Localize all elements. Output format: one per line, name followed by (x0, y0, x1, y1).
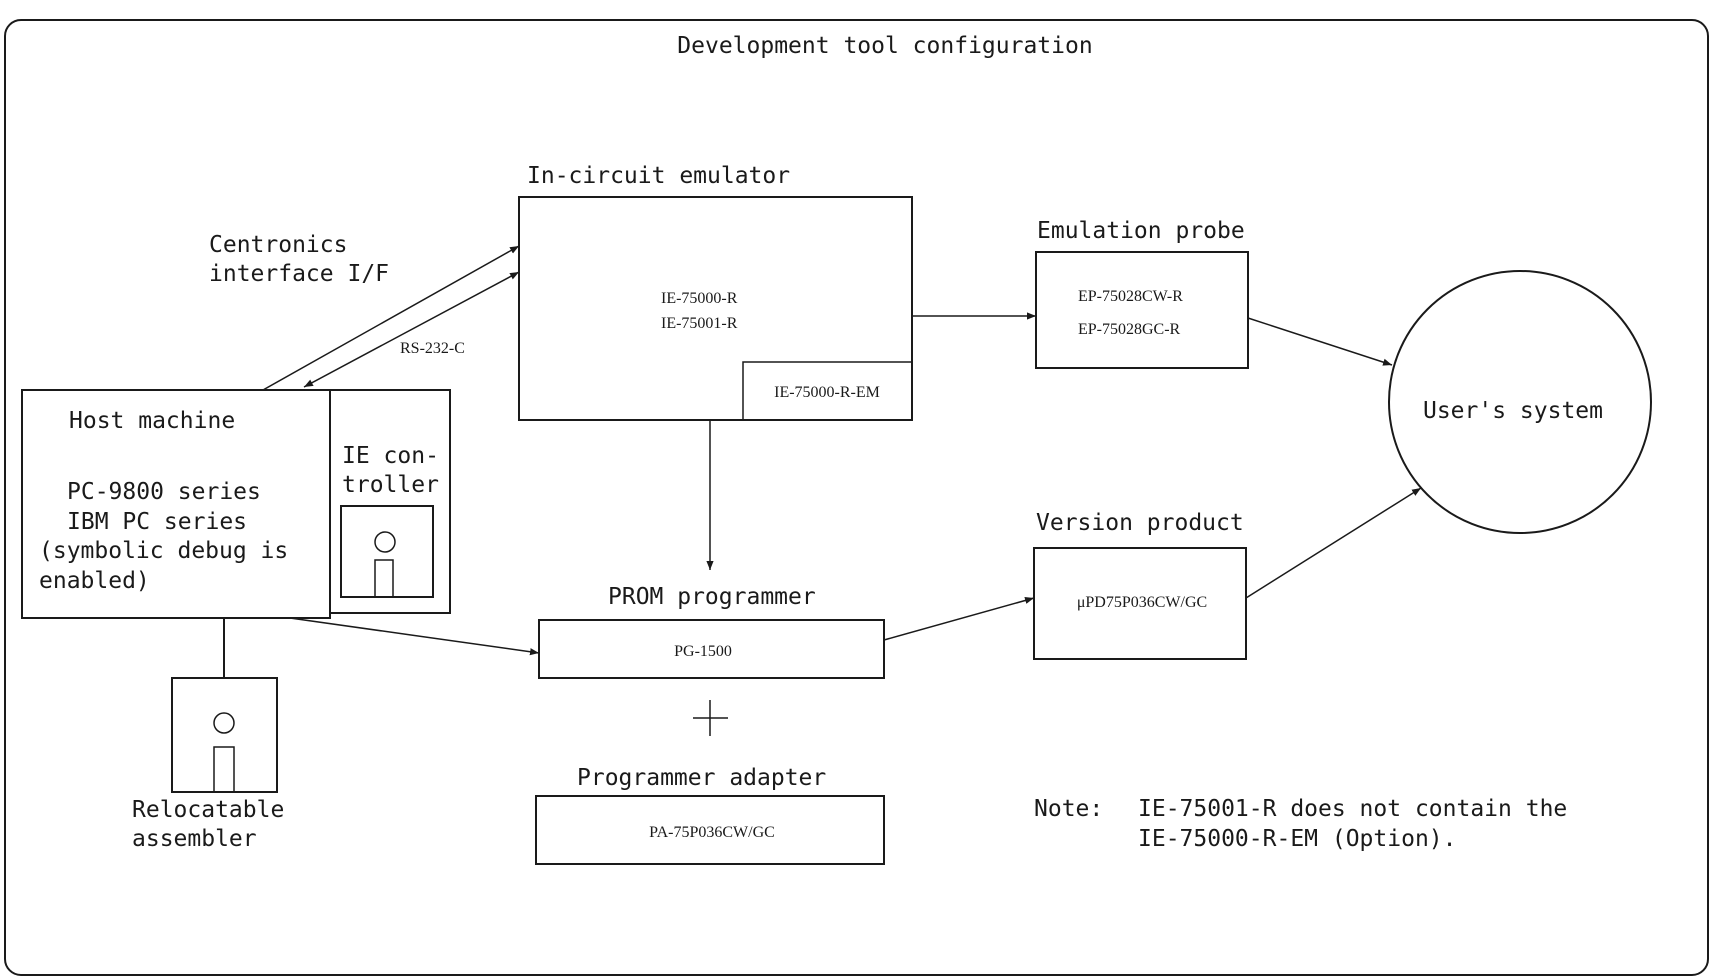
emulator-model-2: IE-75001-R (661, 315, 738, 332)
ie-controller-floppy-hole (374, 531, 396, 553)
host-line-2: IBM PC series (67, 509, 247, 535)
probe-heading: Emulation probe (1037, 218, 1245, 244)
version-product-heading: Version product (1036, 510, 1244, 536)
outer-frame (4, 19, 1709, 976)
emulator-option-box (742, 361, 913, 421)
assembler-line-1: Relocatable (132, 797, 284, 823)
probe-box (1035, 251, 1249, 369)
rs232c-label: RS-232-C (400, 340, 465, 357)
assembler-floppy-hole (213, 712, 235, 734)
user-system-circle (1388, 270, 1652, 534)
version-product-box (1033, 547, 1247, 660)
prom-programmer-heading: PROM programmer (608, 584, 816, 610)
centronics-label-line-1: Centronics (209, 232, 347, 258)
ie-controller-line-1: IE con- (342, 443, 439, 469)
note-line-2: IE-75000-R-EM (Option). (1138, 826, 1457, 852)
prom-to-version-product-arrow (883, 596, 1035, 641)
assembler-line-2: assembler (132, 826, 257, 852)
version-product-to-user-system-arrow (1245, 487, 1422, 599)
host-line-1: PC-9800 series (67, 479, 261, 505)
figure-title: Development tool configuration (677, 33, 1092, 59)
probe-model-2: EP-75028GC-R (1078, 321, 1181, 338)
user-system-label: User's system (1423, 398, 1603, 424)
programmer-adapter-box (535, 795, 885, 865)
note-line-1: IE-75001-R does not contain the (1138, 796, 1567, 822)
assembler-floppy-icon (171, 677, 278, 793)
prom-programmer-box (538, 619, 885, 679)
host-line-4: enabled) (39, 568, 150, 594)
note-label: Note: (1034, 796, 1103, 822)
ie-controller-line-2: troller (342, 472, 439, 498)
host-to-prom-arrow (289, 617, 540, 656)
assembler-floppy-slot (213, 746, 235, 793)
centronics-label-line-2: interface I/F (209, 261, 389, 287)
emulator-option-label: IE-75000-R-EM (774, 384, 880, 401)
host-heading: Host machine (69, 408, 235, 434)
ie-controller-floppy-slot (374, 559, 394, 598)
emulator-heading: In-circuit emulator (527, 163, 790, 189)
probe-model-1: EP-75028CW-R (1078, 288, 1183, 305)
rs232c-connector (303, 271, 520, 388)
ie-controller-box (329, 389, 451, 614)
emulator-box (518, 196, 913, 421)
host-line-3: (symbolic debug is (39, 538, 288, 564)
probe-to-user-system-arrow (1247, 317, 1393, 366)
programmer-adapter-heading: Programmer adapter (577, 765, 826, 791)
prom-programmer-model: PG-1500 (674, 643, 732, 660)
emulator-model-1: IE-75000-R (661, 290, 738, 307)
programmer-adapter-model: PA-75P036CW/GC (649, 824, 775, 841)
version-product-model: μPD75P036CW/GC (1077, 594, 1207, 611)
